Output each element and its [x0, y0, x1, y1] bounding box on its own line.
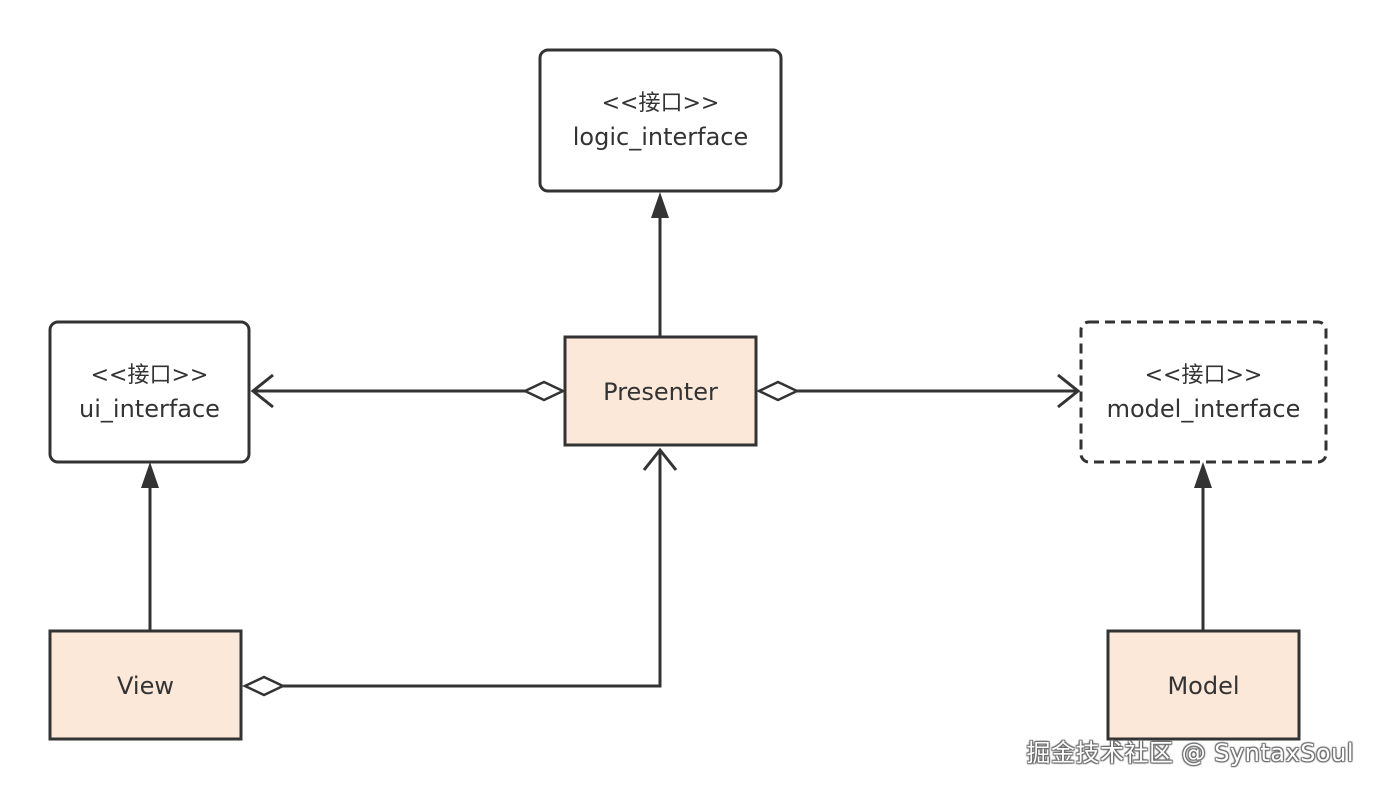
logic-interface-stereotype: <<接口>> [602, 91, 720, 116]
model-name: Model [1167, 672, 1239, 700]
ui-interface-name: ui_interface [79, 395, 220, 423]
arrowhead-model-interface [1194, 462, 1212, 488]
arrowhead-ui-interface [141, 462, 159, 488]
open-arrowhead-model-interface [1057, 373, 1081, 409]
node-model-interface: <<接口>> model_interface [1079, 320, 1328, 464]
node-ui-interface: <<接口>> ui_interface [48, 320, 251, 464]
node-logic-interface: <<接口>> logic_interface [538, 48, 783, 193]
arrowhead-logic-interface [651, 192, 669, 218]
open-arrowhead-ui-interface [250, 373, 274, 409]
open-arrowhead-presenter [642, 447, 678, 471]
aggregation-diamond-view [242, 675, 286, 697]
presenter-name: Presenter [603, 378, 718, 406]
node-view: View [48, 629, 243, 741]
edge-view-to-presenter [282, 450, 662, 688]
model-interface-stereotype: <<接口>> [1145, 363, 1263, 388]
aggregation-diamond-presenter-right [756, 380, 800, 402]
logic-interface-name: logic_interface [573, 123, 749, 151]
model-interface-name: model_interface [1107, 395, 1301, 423]
aggregation-diamond-presenter-left [522, 380, 566, 402]
node-model: Model [1106, 629, 1301, 741]
watermark: 掘金技术社区 @ SyntaxSoul [1026, 739, 1354, 767]
view-name: View [117, 672, 174, 700]
ui-interface-stereotype: <<接口>> [91, 363, 209, 388]
node-presenter: Presenter [563, 335, 758, 447]
